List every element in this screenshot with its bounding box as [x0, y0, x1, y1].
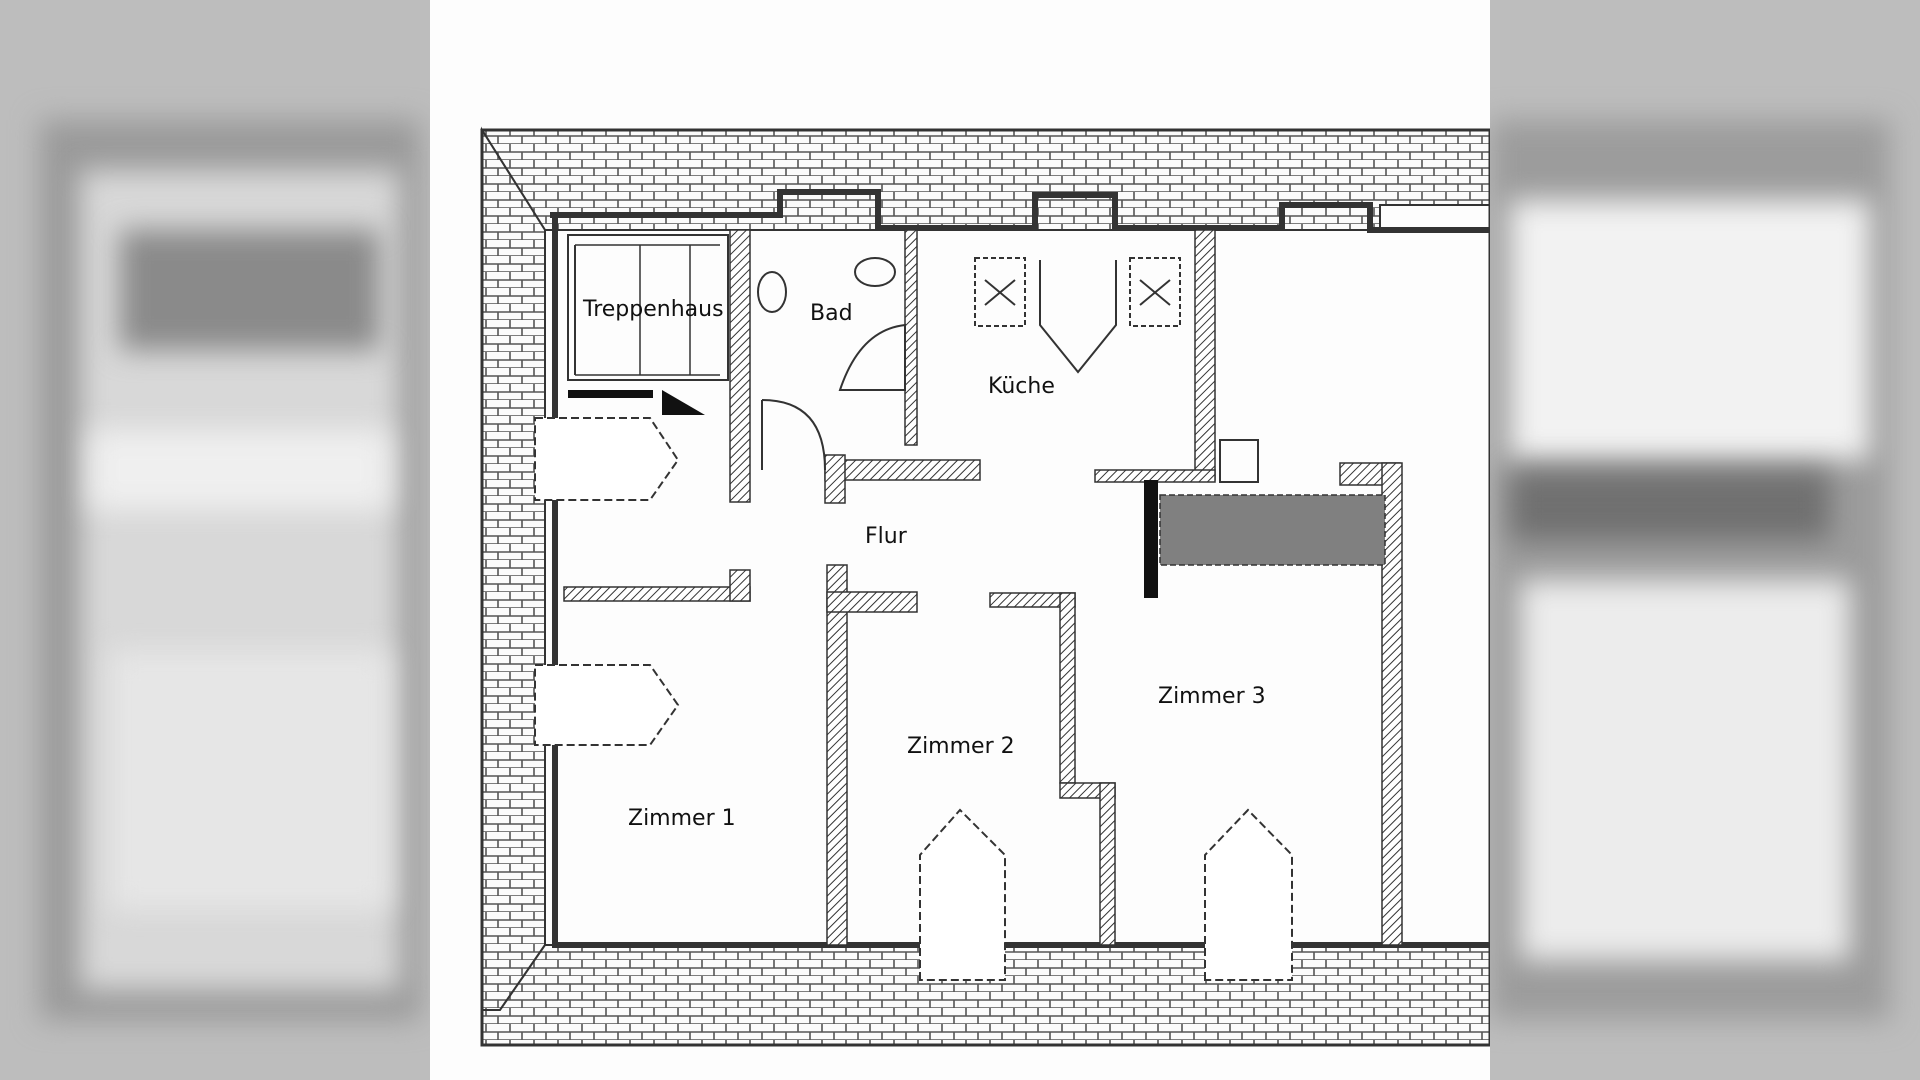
bathroom-fixtures — [757, 257, 906, 391]
room-label-zimmer1: Zimmer 1 — [628, 806, 736, 831]
floor-plan: Treppenhaus Bad Küche Flur Zimmer 1 Zimm… — [430, 0, 1490, 1080]
blurred-background-left — [0, 0, 430, 1080]
room-label-zimmer3: Zimmer 3 — [1158, 684, 1266, 709]
room-label-treppenhaus: Treppenhaus — [582, 297, 724, 322]
room-label-bad: Bad — [810, 301, 853, 326]
staircase — [567, 234, 729, 381]
room-label-kueche: Küche — [988, 374, 1055, 399]
highlight-marker-bar — [1144, 480, 1158, 598]
kitchen-cabinet — [1219, 439, 1259, 483]
blurred-background-right — [1490, 0, 1920, 1080]
room-label-flur: Flur — [865, 524, 908, 549]
dormer-windows — [534, 417, 1293, 981]
room-label-zimmer2: Zimmer 2 — [907, 734, 1015, 759]
interior-walls — [563, 229, 1403, 946]
door-swings — [761, 399, 826, 471]
highlighted-area — [1159, 494, 1386, 566]
entrance-arrow-icon — [662, 390, 705, 415]
skylight-windows — [974, 257, 1181, 374]
entrance-marker-bar — [568, 390, 653, 398]
